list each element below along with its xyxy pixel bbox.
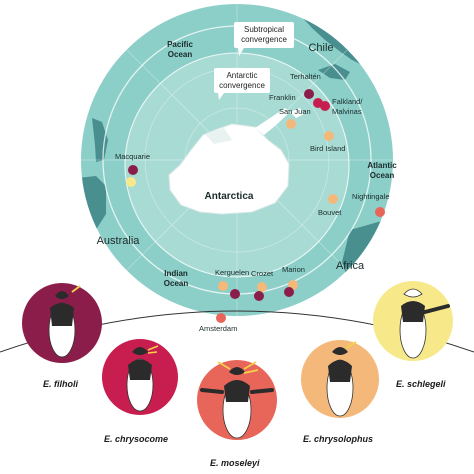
indian-ocean-label-2: Ocean: [164, 279, 189, 288]
ross-ice-shelf: [205, 128, 232, 144]
africa-label: Africa: [336, 260, 365, 272]
penguin-chrysolophus: [301, 340, 379, 418]
marker-marion-2: [284, 287, 294, 297]
callout-subtropical-line-2: convergence: [241, 35, 287, 44]
subtropical-convergence-callout: Subtropical convergence: [234, 22, 294, 56]
falkland-label-1: Falkland/: [332, 97, 363, 106]
kerguelen-label: Kerguelen: [215, 268, 249, 277]
marker-terhalten-1: [304, 89, 314, 99]
marker-kerguelen-1: [218, 281, 228, 291]
tasmania-landmass: [90, 262, 100, 275]
colony-markers: [126, 89, 385, 323]
species-label-moseleyi: E. moseleyi: [210, 458, 260, 468]
marion-label: Marion: [282, 265, 305, 274]
marker-san-juan: [286, 119, 296, 129]
macquarie-label: Macquarie: [115, 152, 150, 161]
species-labels: E. filholi E. chrysocome E. moseleyi E. …: [43, 379, 446, 468]
crozet-label: Crozet: [251, 269, 274, 278]
terhalten-label: Terhaltén: [290, 72, 321, 81]
indian-ocean-label-1: Indian: [164, 269, 188, 278]
marker-bird-island: [324, 131, 334, 141]
penguin-chrysocome: [102, 339, 178, 415]
marker-amsterdam: [216, 313, 226, 323]
marker-kerguelen-2: [230, 289, 240, 299]
chile-label: Chile: [308, 42, 333, 54]
species-label-schlegeli: E. schlegeli: [396, 379, 446, 389]
australia-label: Australia: [97, 235, 141, 247]
marker-macquarie-2: [126, 177, 136, 187]
marker-crozet-1: [257, 282, 267, 292]
marker-crozet-2: [254, 291, 264, 301]
san-juan-label: San Juan: [279, 107, 311, 116]
atlantic-ocean-label-2: Ocean: [370, 171, 395, 180]
species-label-chrysocome: E. chrysocome: [104, 434, 168, 444]
pacific-ocean-label-2: Ocean: [168, 50, 193, 59]
bird-island-label: Bird Island: [310, 144, 345, 153]
species-portraits: [22, 281, 453, 440]
antarctic-convergence-line: [124, 52, 350, 278]
species-label-filholi: E. filholi: [43, 379, 78, 389]
amsterdam-label: Amsterdam: [199, 324, 237, 333]
antarctic-convergence-callout: Antarctic convergence: [214, 68, 270, 100]
southern-ocean-disc: [81, 4, 393, 316]
bouvet-label: Bouvet: [318, 208, 342, 217]
callout-antarctic-line-2: convergence: [219, 81, 265, 90]
marker-nightingale: [375, 207, 385, 217]
antarctica-ice-sheet: [168, 123, 290, 215]
penguin-schlegeli: [373, 281, 453, 361]
callout-antarctic-line-1: Antarctic: [226, 71, 257, 80]
marker-macquarie-1: [128, 165, 138, 175]
new-zealand-landmass: [92, 118, 108, 162]
pacific-ocean-label-1: Pacific: [167, 40, 193, 49]
antarctic-peninsula: [255, 108, 290, 135]
drake-passage-islands: [290, 108, 304, 118]
falkland-label-2: Malvinas: [332, 107, 362, 116]
franklin-label: Franklin: [269, 93, 296, 102]
penguin-filholi: [22, 283, 102, 363]
penguin-moseleyi: [197, 360, 277, 440]
antarctica-label: Antarctica: [205, 191, 254, 202]
marker-falkland: [320, 101, 330, 111]
callout-subtropical-line-1: Subtropical: [244, 25, 284, 34]
nightingale-label: Nightingale: [352, 192, 390, 201]
species-label-chrysolophus: E. chrysolophus: [303, 434, 373, 444]
island-labels: Terhaltén Franklin San Juan Falkland/ Ma…: [115, 72, 390, 333]
atlantic-ocean-label-1: Atlantic: [367, 161, 397, 170]
marker-bouvet: [328, 194, 338, 204]
